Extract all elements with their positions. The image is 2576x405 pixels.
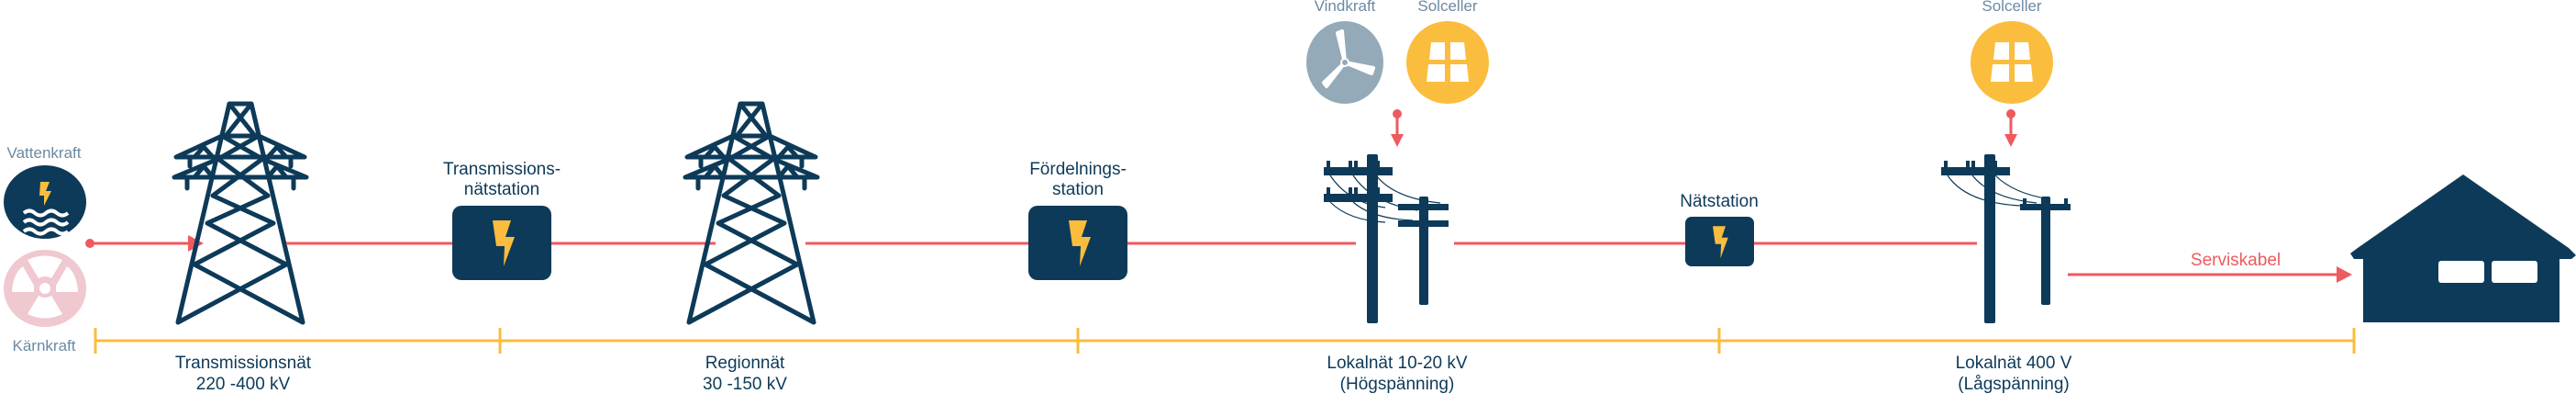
solar-panel-icon: [1971, 21, 2053, 104]
transmission-tower-icon: [174, 104, 306, 322]
transmission-station-label-1: Transmissions-: [443, 160, 561, 179]
wind-turbine-icon: [1306, 21, 1383, 104]
segment-label-local-high: Lokalnät 10-20 kV: [1327, 354, 1467, 373]
hydro-icon: [4, 165, 86, 239]
distribution-station-label-2: station: [1052, 180, 1104, 199]
solar-label-2: Solceller: [1982, 0, 2042, 15]
utility-pole-icon: [1324, 154, 1449, 323]
feed-in-arrow: [1389, 107, 1405, 149]
solar-panel-icon: [1406, 21, 1489, 104]
local-station-label: Nätstation: [1680, 192, 1759, 211]
segment-label-local-low: Lokalnät 400 V: [1956, 354, 2072, 373]
house-icon: [2350, 174, 2576, 322]
transmission-station-icon: [452, 206, 551, 280]
solar-label-1: Solceller: [1417, 0, 1478, 15]
segment-voltage-local-low: (Lågspänning): [1958, 375, 2069, 394]
nuclear-icon: [4, 250, 86, 327]
input-arrow: [85, 235, 204, 252]
local-station-icon: [1685, 217, 1754, 266]
feed-in-arrow: [2003, 107, 2019, 149]
transmission-station-label-2: nätstation: [464, 180, 539, 199]
wind-label: Vindkraft: [1315, 0, 1376, 15]
service-cable-arrow: [2068, 266, 2352, 283]
distribution-station-icon: [1028, 206, 1127, 280]
regional-tower-icon: [685, 104, 817, 322]
segment-voltage-transmission: 220 -400 kV: [196, 375, 291, 394]
segment-voltage-local-high: (Högspänning): [1340, 375, 1455, 394]
segment-voltage-regional: 30 -150 kV: [703, 375, 787, 394]
nuclear-label: Kärnkraft: [13, 337, 76, 354]
utility-pole-icon: [1941, 154, 2071, 323]
segment-label-transmission: Transmissionsnät: [175, 354, 312, 373]
segment-label-regional: Regionnät: [705, 354, 785, 373]
hydro-label: Vattenkraft: [7, 144, 82, 162]
service-cable-label: Serviskabel: [2191, 251, 2281, 270]
distribution-station-label-1: Fördelnings-: [1029, 160, 1127, 179]
voltage-scale-axis: [94, 328, 2356, 354]
